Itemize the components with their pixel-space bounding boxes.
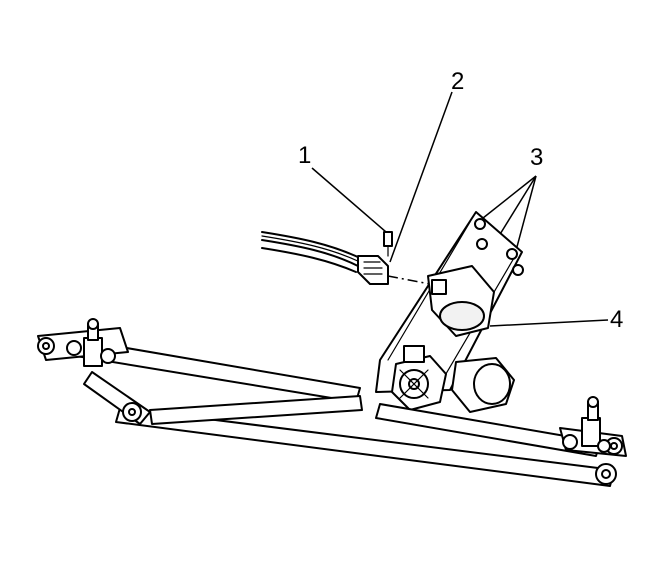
wiring-harness bbox=[261, 231, 361, 273]
callout-2: 2 bbox=[451, 68, 465, 95]
callout-4: 4 bbox=[610, 306, 624, 333]
bracket-bolt-2 bbox=[476, 238, 488, 250]
electrical-connector bbox=[357, 255, 431, 285]
bracket-bolt-1 bbox=[474, 218, 486, 230]
callout-3: 3 bbox=[530, 144, 544, 171]
right-pivot bbox=[559, 396, 627, 485]
left-pivot bbox=[37, 318, 142, 422]
linkage-rods bbox=[75, 339, 615, 487]
connector-fastener bbox=[383, 231, 393, 257]
wiper-motor bbox=[391, 265, 515, 413]
bracket-bolt-3 bbox=[506, 248, 518, 260]
leader-lines bbox=[311, 91, 609, 327]
bracket-bolt-4 bbox=[512, 264, 524, 276]
callout-1: 1 bbox=[298, 142, 312, 169]
